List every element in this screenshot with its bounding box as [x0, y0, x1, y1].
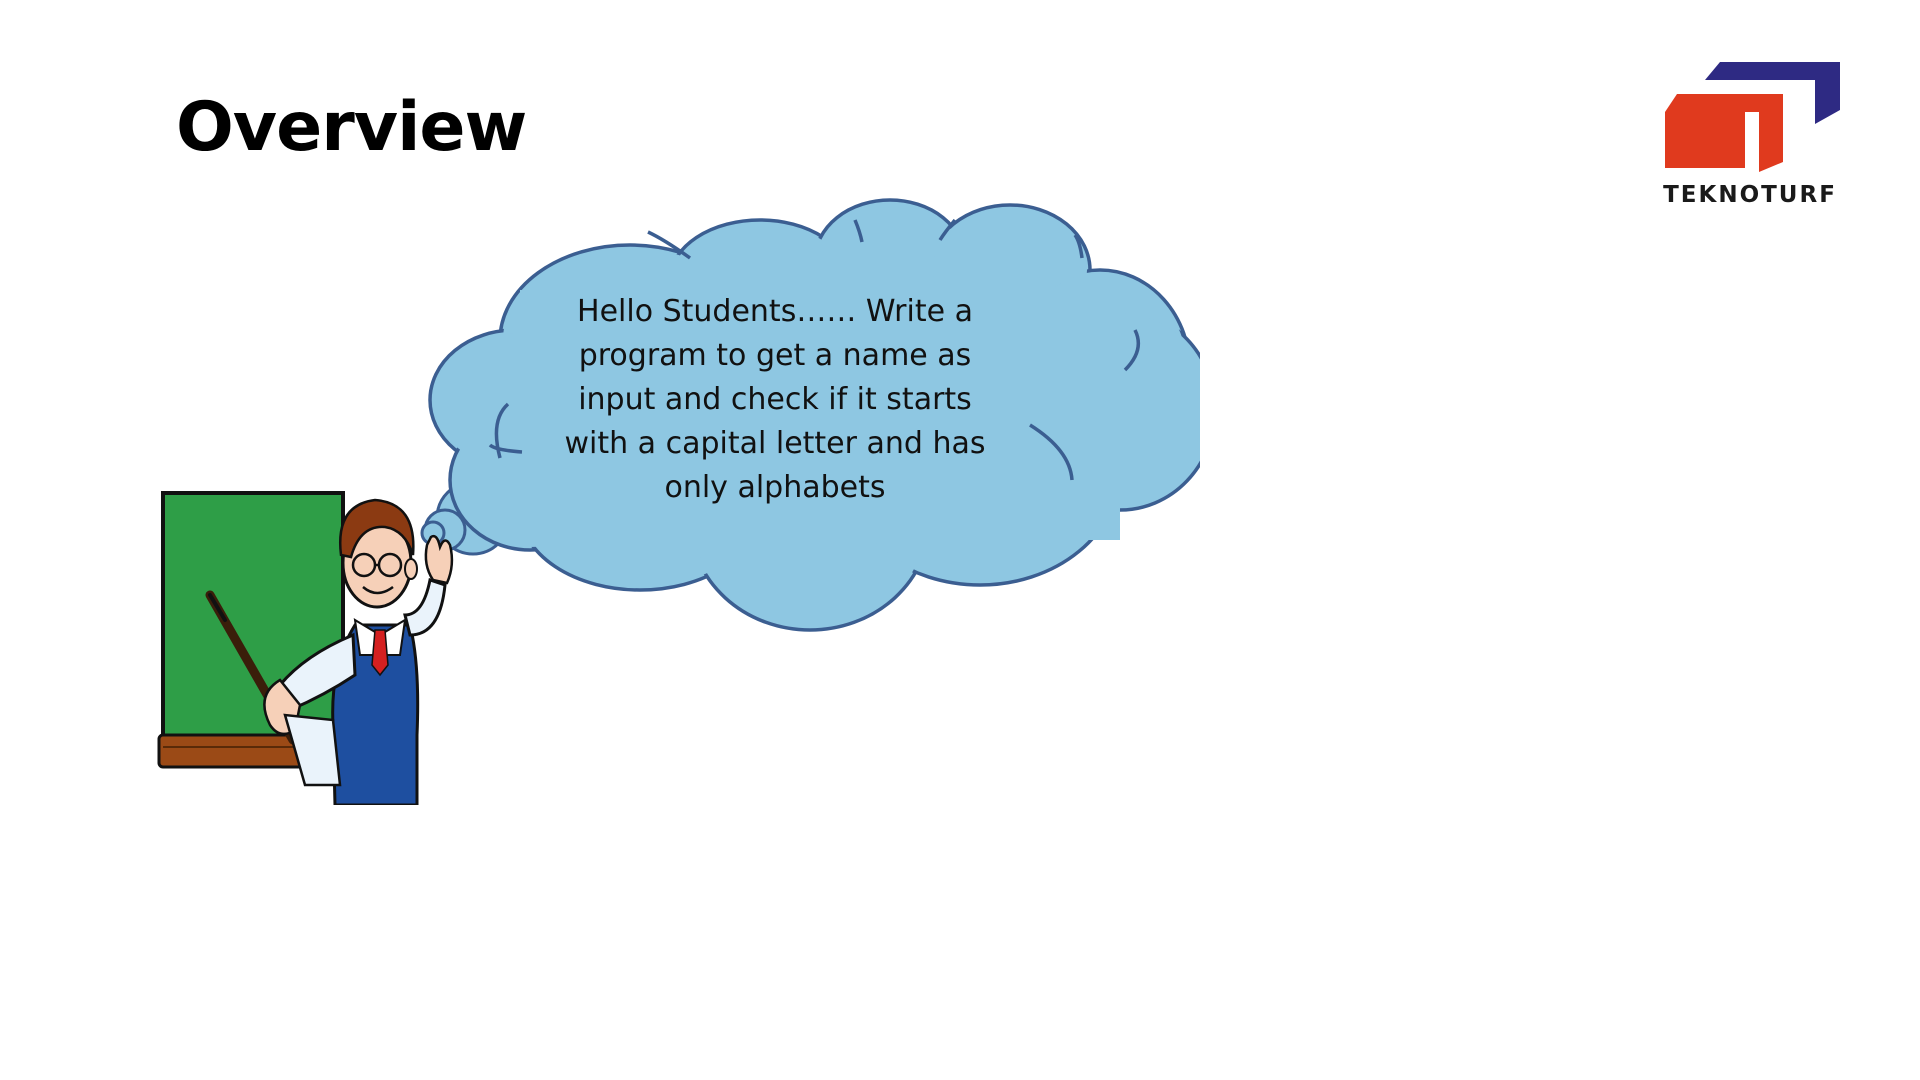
logo-navy-tick	[1815, 80, 1840, 124]
thought-cloud	[420, 198, 1200, 632]
teacher-icon	[157, 491, 454, 805]
logo-navy-bar	[1705, 62, 1840, 80]
logo-text: TEKNOTURF	[1663, 182, 1837, 208]
page-title: Overview	[176, 88, 527, 167]
logo-red-block	[1665, 112, 1745, 168]
speech-text: Hello Students…… Write a program to get …	[564, 294, 986, 505]
chalkboard-icon	[157, 491, 351, 769]
teknoturf-logo-icon	[1665, 62, 1840, 172]
logo-red-left	[1665, 94, 1783, 112]
logo-red-stem	[1759, 112, 1783, 172]
